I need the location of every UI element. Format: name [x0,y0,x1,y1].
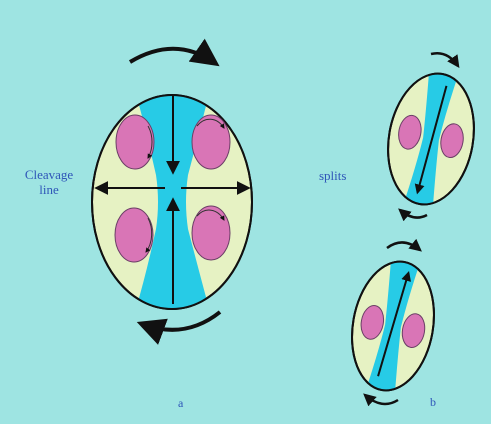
panel-a-label: a [178,397,183,411]
nucleus-bottom-right [192,206,230,260]
nucleus-top-left [116,115,154,169]
splits-label: splits [319,169,346,184]
nucleus-top-right [192,115,230,169]
nucleus-bottom-left [115,208,153,262]
cleavage-line-label: Cleavage line [14,168,84,198]
panel-b-label: b [430,396,436,410]
